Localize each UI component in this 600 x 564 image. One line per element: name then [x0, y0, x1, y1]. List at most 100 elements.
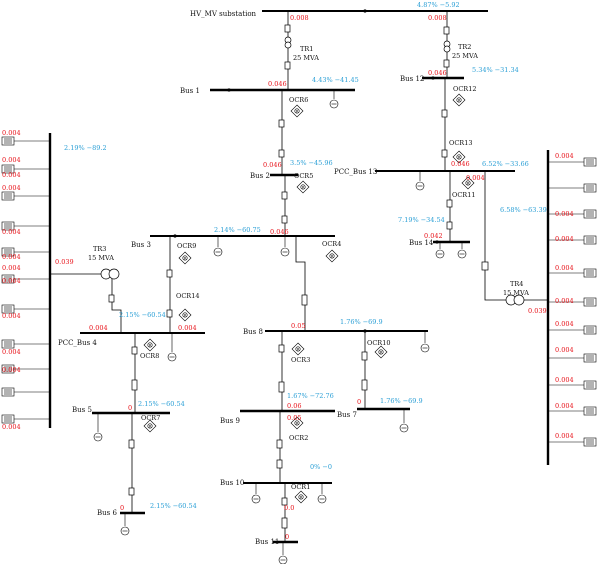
blue-value: 3.5% −45.96	[290, 159, 333, 167]
breaker-icon	[278, 344, 285, 353]
breaker-icon	[301, 294, 308, 306]
breaker-icon	[446, 221, 453, 230]
relay-ocr5-icon: R	[296, 180, 310, 194]
breaker-icon	[446, 199, 453, 208]
blue-value: 5.34% −31.34	[472, 66, 519, 74]
relay-ocr12-icon: R	[452, 93, 466, 107]
red-value: 0.05	[291, 322, 305, 330]
feeder-lines	[50, 11, 548, 542]
red-value: 0.004	[555, 235, 574, 243]
tr4-rating: 15 MVA	[503, 289, 529, 297]
svg-text:R: R	[330, 253, 334, 258]
breaker-icon	[128, 439, 135, 449]
breaker-icon	[481, 261, 489, 271]
red-value: 0.046	[268, 80, 287, 88]
red-value: 0.004	[2, 312, 21, 320]
bus-label-hvmv: HV_MV substation	[190, 10, 257, 18]
bus-label-bus8: Bus 8	[243, 328, 263, 336]
red-value: 0.004	[555, 264, 574, 272]
load-icon	[93, 413, 103, 442]
red-value: 0.004	[2, 253, 21, 261]
breaker-icon	[441, 109, 448, 118]
svg-text:R: R	[148, 423, 152, 428]
relay-label-ocr9: OCR9	[177, 242, 196, 250]
transformer-tr3-icon	[100, 268, 120, 280]
transformer-tr2-icon	[443, 40, 451, 53]
red-value: 0.004	[555, 297, 574, 305]
tr3-rating: 15 MVA	[88, 254, 114, 262]
breaker-icon	[276, 439, 283, 449]
red-value: 0.004	[555, 346, 574, 354]
red-value: 0.004	[555, 402, 574, 410]
red-value: 0.05	[287, 414, 301, 422]
blue-value: 1.76% −69.9	[340, 318, 383, 326]
breaker-icon	[281, 497, 288, 506]
blue-value: 1.67% −72.76	[287, 392, 334, 400]
red-value: 0.0	[284, 504, 294, 512]
relay-ocr10-icon: R	[374, 345, 388, 359]
breaker-icon	[108, 294, 115, 303]
relay-ocr4-icon: R	[325, 249, 339, 263]
right-pv-strings	[548, 157, 597, 447]
relay-label-ocr7: OCR7	[141, 414, 160, 422]
blue-value: 2.14% −60.75	[214, 226, 261, 234]
breaker-icon	[443, 59, 450, 68]
bus-label-bus11: Bus 11	[255, 538, 279, 546]
bus-label-bus9: Bus 9	[220, 417, 240, 425]
relay-label-ocr6: OCR6	[289, 96, 308, 104]
breaker-icon	[281, 191, 288, 200]
red-value: 0.004	[2, 277, 21, 285]
bus-label-bus2: Bus 2	[250, 172, 270, 180]
blue-value: 2.19% −89.2	[64, 144, 107, 152]
relay-ocr3-icon: R	[291, 342, 305, 356]
transformer-tr1-icon	[284, 36, 292, 49]
blue-value: 0% −0	[310, 463, 332, 471]
svg-text:R: R	[183, 312, 187, 317]
relay-ocr1-icon: R	[294, 490, 308, 504]
red-value: 0.008	[290, 14, 309, 22]
load-icon	[415, 171, 425, 191]
red-value: 0.004	[2, 129, 21, 137]
relay-label-ocr4: OCR4	[322, 240, 341, 248]
transformers	[100, 36, 525, 306]
relay-ocr14-icon: R	[178, 308, 192, 322]
red-value: 0.004	[466, 174, 485, 182]
blue-voltage-values: 4.87% −5.92 4.43% −41.45 5.34% −31.34 3.…	[64, 1, 547, 510]
red-value: 0.004	[2, 264, 21, 272]
red-value: 0.046	[263, 161, 282, 169]
bus-label-bus1: Bus 1	[180, 87, 200, 95]
red-value: 0.06	[287, 402, 301, 410]
red-value: 0.004	[2, 184, 21, 192]
bus-label-bus10: Bus 10	[220, 479, 244, 487]
load-icon	[280, 236, 290, 257]
red-value: 0.004	[2, 228, 21, 236]
red-value: 0.004	[555, 432, 574, 440]
blue-value: 1.76% −69.9	[380, 397, 423, 405]
red-value: 0.004	[2, 171, 21, 179]
red-value: 0.004	[89, 324, 108, 332]
relay-label-ocr3: OCR3	[291, 356, 310, 364]
line-tr3-pcc4	[111, 274, 122, 333]
red-value: 0.004	[2, 423, 21, 431]
relay-ocr13-icon: R	[452, 150, 466, 164]
relay-labels: OCR6 OCR5 OCR12 OCR13 OCR11 OCR4 OCR9 OC…	[140, 85, 476, 491]
relay-label-ocr13: OCR13	[449, 139, 472, 147]
svg-text:R: R	[295, 420, 299, 425]
bus-label-bus5: Bus 5	[72, 406, 92, 414]
breaker-icon	[443, 26, 450, 35]
red-value: 0.039	[55, 258, 74, 266]
svg-text:R: R	[299, 494, 303, 499]
red-value: 0.042	[424, 232, 443, 240]
blue-value: 2.15% −60.54	[150, 502, 197, 510]
relay-label-ocr1: OCR1	[291, 483, 310, 491]
load-icon	[317, 483, 327, 504]
bus-label-pcc4: PCC_Bus 4	[58, 339, 97, 347]
relay-symbols: R R R R R R R R R R R R R R	[143, 93, 475, 504]
relay-ocr2-icon: R	[290, 416, 304, 430]
breaker-icon	[131, 346, 138, 355]
svg-text:R: R	[301, 184, 305, 189]
red-value: 0.004	[555, 210, 574, 218]
red-value: 0	[128, 404, 132, 412]
load-icon	[457, 242, 467, 259]
red-value: 0.004	[2, 156, 21, 164]
